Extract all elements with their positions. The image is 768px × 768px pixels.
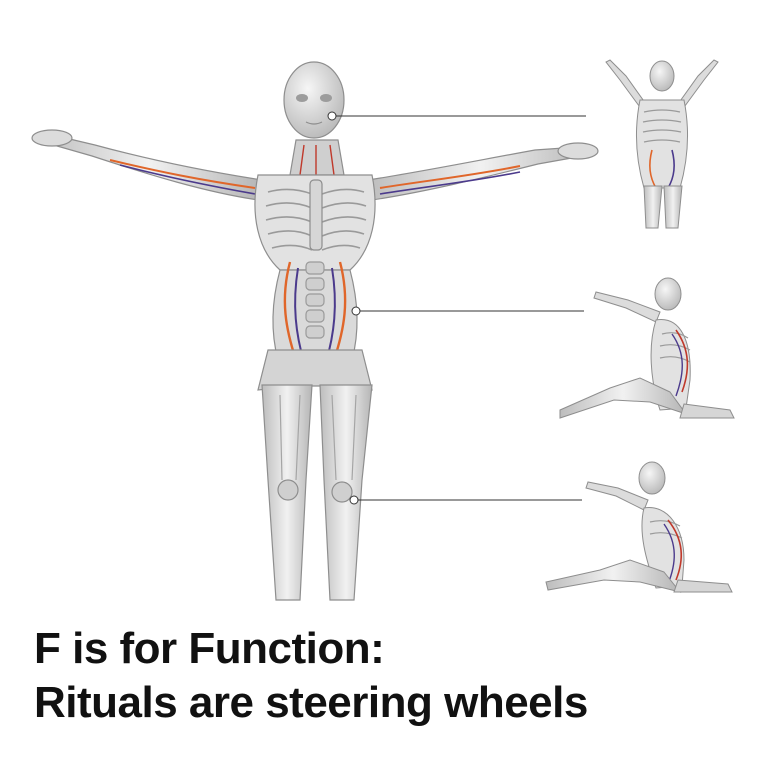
left-knee xyxy=(277,479,299,501)
neck xyxy=(289,139,345,176)
arms-raised-figure xyxy=(605,59,719,229)
callout-dot-head xyxy=(327,111,337,121)
seated-leaning-figure xyxy=(545,461,733,593)
spine xyxy=(305,261,325,339)
sternum xyxy=(309,179,323,251)
caption-line-1: F is for Function: xyxy=(34,624,385,673)
left-hand xyxy=(31,129,73,147)
caption-line-2: Rituals are steering wheels xyxy=(34,678,588,727)
callout-dot-knee xyxy=(349,495,359,505)
caption: F is for Function: Rituals are steering … xyxy=(34,622,754,730)
seated-reaching-figure xyxy=(559,277,735,419)
pelvis xyxy=(257,349,373,391)
ribs xyxy=(265,188,367,251)
callout-dot-abdomen xyxy=(351,306,361,316)
right-knee xyxy=(331,481,353,503)
callout-lines xyxy=(336,115,586,501)
right-hand xyxy=(557,142,599,160)
standing-figure xyxy=(31,61,599,601)
head xyxy=(283,61,345,139)
